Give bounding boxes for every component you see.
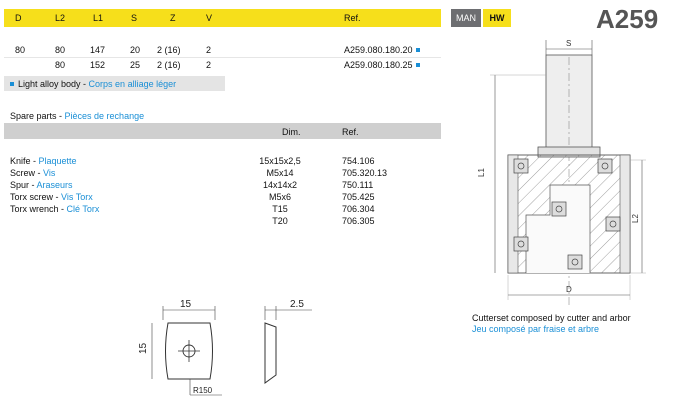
d-label: D xyxy=(566,285,572,294)
spare-item-ref[interactable]: 706.304 xyxy=(342,204,375,214)
spare-item-ref[interactable]: 750.111 xyxy=(342,180,374,190)
spare-item-name: Torx wrench - Clé Torx xyxy=(10,204,100,214)
knife-radius-label: R150 xyxy=(193,386,213,395)
spare-item-name: Screw - Vis xyxy=(10,168,56,178)
product-code: A259 xyxy=(596,4,659,34)
row2-v: 2 xyxy=(206,60,212,70)
row1-v: 2 xyxy=(206,45,212,55)
spare-col-ref: Ref. xyxy=(342,127,359,137)
row1-l2: 80 xyxy=(55,45,66,55)
spare-item-ref[interactable]: 705.320.13 xyxy=(342,168,388,178)
spare-item-ref[interactable]: 706.305 xyxy=(342,216,375,226)
ref-marker-icon xyxy=(415,63,420,67)
caption-fr: Jeu composé par fraise et arbre xyxy=(472,324,600,334)
spare-item-dim: T15 xyxy=(272,204,288,214)
note-bar xyxy=(4,76,225,91)
row2-l2: 80 xyxy=(55,60,66,70)
spare-item-dim: 14x14x2 xyxy=(262,180,298,190)
bullet-icon xyxy=(10,82,14,86)
spare-item-name: Torx screw - Vis Torx xyxy=(10,192,93,202)
caption-en: Cutterset composed by cutter and arbor xyxy=(472,313,631,323)
hw-badge: HW xyxy=(483,9,511,27)
row1-l1: 147 xyxy=(90,45,106,55)
col-z: Z xyxy=(170,13,176,23)
spare-col-dim: Dim. xyxy=(282,127,301,137)
col-ref: Ref. xyxy=(344,13,361,23)
spare-item-dim: T20 xyxy=(272,216,288,226)
knife-width-label: 15 xyxy=(180,299,192,310)
ref-marker-icon xyxy=(415,48,420,52)
col-s: S xyxy=(131,13,138,23)
row-divider xyxy=(4,57,441,58)
col-d: D xyxy=(15,13,22,23)
row1-ref[interactable]: A259.080.180.20 xyxy=(344,45,420,55)
row2-s: 25 xyxy=(130,60,141,70)
row2-z: 2 (16) xyxy=(157,60,181,70)
row2-l1: 152 xyxy=(90,60,106,70)
l1-label: L1 xyxy=(477,168,486,177)
col-l1: L1 xyxy=(93,13,104,23)
spare-item-name: Spur - Araseurs xyxy=(10,180,73,190)
s-label: S xyxy=(566,39,571,48)
row1-s: 20 xyxy=(130,45,141,55)
cutter-assembly-drawing: S L1 L2 D xyxy=(477,39,646,305)
spare-title: Spare parts - Pièces de rechange xyxy=(10,111,145,121)
l2-label: L2 xyxy=(631,214,640,223)
spare-item-ref[interactable]: 705.425 xyxy=(342,192,375,202)
spare-item-ref[interactable]: 754.106 xyxy=(342,156,375,166)
knife-drawing: 15 15 R150 2.5 xyxy=(138,299,312,396)
header-bar xyxy=(4,9,441,27)
row2-ref[interactable]: A259.080.180.25 xyxy=(344,60,420,70)
row1-d: 80 xyxy=(15,45,26,55)
knife-height-label: 15 xyxy=(138,342,149,354)
spare-item-name: Knife - Plaquette xyxy=(10,156,77,166)
row1-z: 2 (16) xyxy=(157,45,181,55)
note-text: Light alloy body - Corps en alliage lége… xyxy=(10,79,176,89)
spare-item-dim: 15x15x2,5 xyxy=(259,156,301,166)
spare-item-dim: M5x14 xyxy=(266,168,294,178)
spare-item-dim: M5x6 xyxy=(268,192,291,202)
knife-thickness-label: 2.5 xyxy=(290,299,304,310)
man-badge: MAN xyxy=(451,9,481,27)
spare-header-bar xyxy=(4,123,441,139)
col-v: V xyxy=(206,13,213,23)
col-l2: L2 xyxy=(55,13,66,23)
